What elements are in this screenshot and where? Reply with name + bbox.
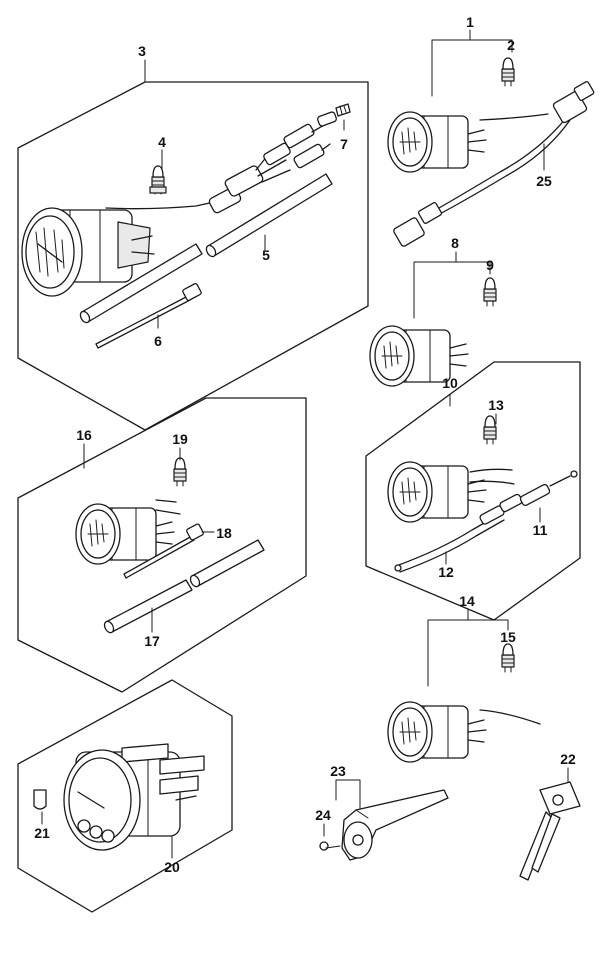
tachometer-gauge	[21, 197, 233, 297]
bulb-15	[501, 643, 515, 673]
gauge-1	[387, 111, 487, 173]
callout-24: 24	[315, 807, 331, 823]
bulb-19	[173, 447, 187, 487]
callout-6: 6	[154, 333, 162, 349]
callout-13: 13	[488, 397, 504, 413]
bulb-2	[501, 57, 515, 87]
callout-19: 19	[172, 431, 188, 447]
sender-unit-22	[519, 767, 581, 881]
kit-panel-16	[17, 397, 307, 693]
callout-2: 2	[507, 37, 515, 53]
callout-15: 15	[500, 629, 516, 645]
callout-22: 22	[560, 751, 576, 767]
callout-5: 5	[262, 247, 270, 263]
bracket-8	[413, 251, 491, 319]
gauge-14	[387, 701, 541, 763]
callout-21: 21	[34, 825, 50, 841]
trim-sender-23	[341, 789, 449, 861]
callout-12: 12	[438, 564, 454, 580]
kit-panel-10	[365, 361, 581, 621]
callout-18: 18	[216, 525, 232, 541]
wire-12	[394, 493, 523, 573]
screw-7	[317, 103, 351, 127]
callout-10: 10	[442, 375, 458, 391]
bulb-9	[483, 277, 497, 307]
callout-20: 20	[164, 859, 180, 875]
bulb-13	[483, 413, 497, 445]
callout-23: 23	[330, 763, 346, 779]
callout-9: 9	[486, 257, 494, 273]
gauge-10	[387, 461, 515, 523]
callout-16: 16	[76, 427, 92, 443]
bracket-23	[335, 779, 361, 809]
callout-17: 17	[144, 633, 160, 649]
cable-tie-18	[123, 523, 215, 579]
bulb-21	[33, 789, 47, 825]
wire-11	[519, 470, 578, 523]
cable-tie-6	[95, 283, 202, 349]
callout-labels: 1 2 3 4 5 6 7 8 9 10 11 12 13 14 15 16 1…	[34, 14, 576, 875]
hose-17	[103, 539, 265, 634]
gauge-16	[75, 499, 181, 565]
callout-25: 25	[536, 173, 552, 189]
callout-14: 14	[459, 593, 475, 609]
wire-harness-4	[208, 123, 331, 214]
screw-24	[319, 823, 341, 851]
callout-3: 3	[138, 43, 146, 59]
callout-4: 4	[158, 134, 166, 150]
leaders-3	[144, 59, 345, 329]
callout-8: 8	[451, 235, 459, 251]
hose-5	[79, 173, 333, 324]
bracket-1	[431, 29, 513, 97]
wire-harness-25	[393, 81, 595, 247]
gauge-20	[63, 743, 205, 851]
callout-7: 7	[340, 136, 348, 152]
callout-11: 11	[533, 522, 548, 538]
kit-panel-20	[17, 679, 233, 913]
callout-1: 1	[466, 14, 474, 30]
bracket-14	[427, 609, 509, 687]
bulb-4	[149, 165, 167, 195]
